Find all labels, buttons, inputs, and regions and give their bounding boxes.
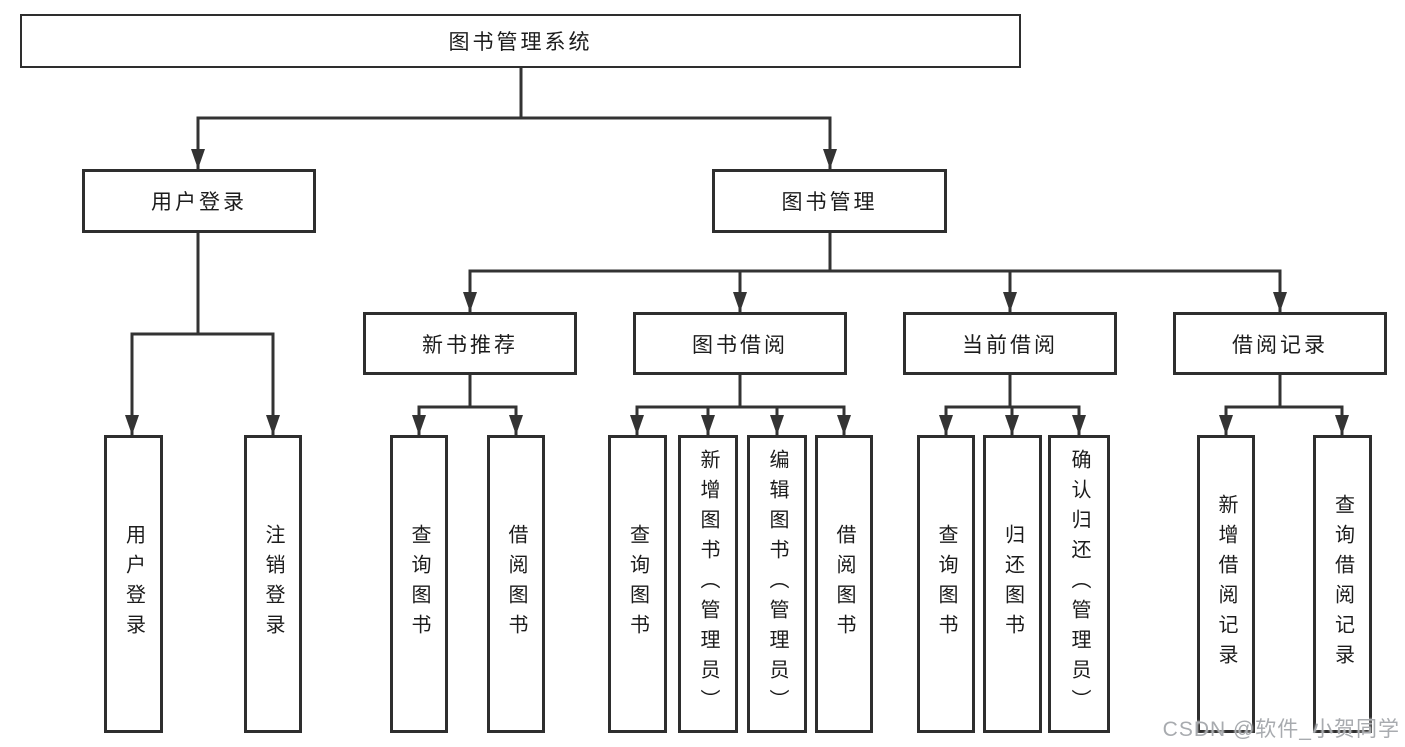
leaf-label: 确认归还（管理员）: [1068, 449, 1090, 719]
watermark: CSDN @软件_小贺同学: [1162, 718, 1400, 741]
node-leaf-confirm-return-admin: 确认归还（管理员）: [1048, 435, 1110, 733]
node-leaf-return-book: 归还图书: [983, 435, 1042, 733]
node-leaf-query-borrow-record: 查询借阅记录: [1313, 435, 1372, 733]
leaf-label: 借阅图书: [505, 524, 527, 644]
node-leaf-borrow-books-1: 借阅图书: [487, 435, 545, 733]
connector-line: [635, 373, 846, 409]
node-leaf-query-books-2: 查询图书: [608, 435, 667, 733]
leaf-label: 新增借阅记录: [1215, 494, 1237, 674]
node-new-book-recommendation: 新书推荐: [363, 312, 577, 375]
leaf-label: 归还图书: [1001, 524, 1024, 644]
node-leaf-user-login: 用户登录: [104, 435, 163, 733]
node-book-borrowing: 图书借阅: [633, 312, 847, 375]
leaf-label: 用户登录: [122, 524, 145, 644]
node-leaf-add-book-admin: 新增图书（管理员）: [678, 435, 738, 733]
node-borrowing-records: 借阅记录: [1173, 312, 1387, 375]
connector-line: [196, 66, 832, 120]
leaf-label: 注销登录: [262, 524, 284, 644]
node-leaf-logout: 注销登录: [244, 435, 302, 733]
connector-line: [944, 373, 1081, 409]
leaf-label: 借阅图书: [833, 524, 855, 644]
node-leaf-add-borrow-record: 新增借阅记录: [1197, 435, 1255, 733]
node-user-login: 用户登录: [82, 169, 316, 233]
leaf-label: 新增图书（管理员）: [697, 449, 719, 719]
leaf-label: 查询图书: [626, 524, 649, 644]
leaf-label: 查询图书: [408, 524, 430, 644]
leaf-label: 编辑图书（管理员）: [766, 449, 788, 719]
node-book-management: 图书管理: [712, 169, 947, 233]
leaf-label: 查询图书: [935, 524, 957, 644]
connector-line: [468, 231, 1282, 273]
connector-line: [417, 373, 518, 409]
connector-line: [130, 231, 275, 336]
node-leaf-query-books-3: 查询图书: [917, 435, 975, 733]
node-leaf-edit-book-admin: 编辑图书（管理员）: [747, 435, 807, 733]
connector-line: [1224, 373, 1344, 409]
node-leaf-borrow-books-2: 借阅图书: [815, 435, 873, 733]
node-current-borrowing: 当前借阅: [903, 312, 1117, 375]
node-library-management-system: 图书管理系统: [20, 14, 1021, 68]
leaf-label: 查询借阅记录: [1331, 494, 1354, 674]
node-leaf-query-books-1: 查询图书: [390, 435, 448, 733]
